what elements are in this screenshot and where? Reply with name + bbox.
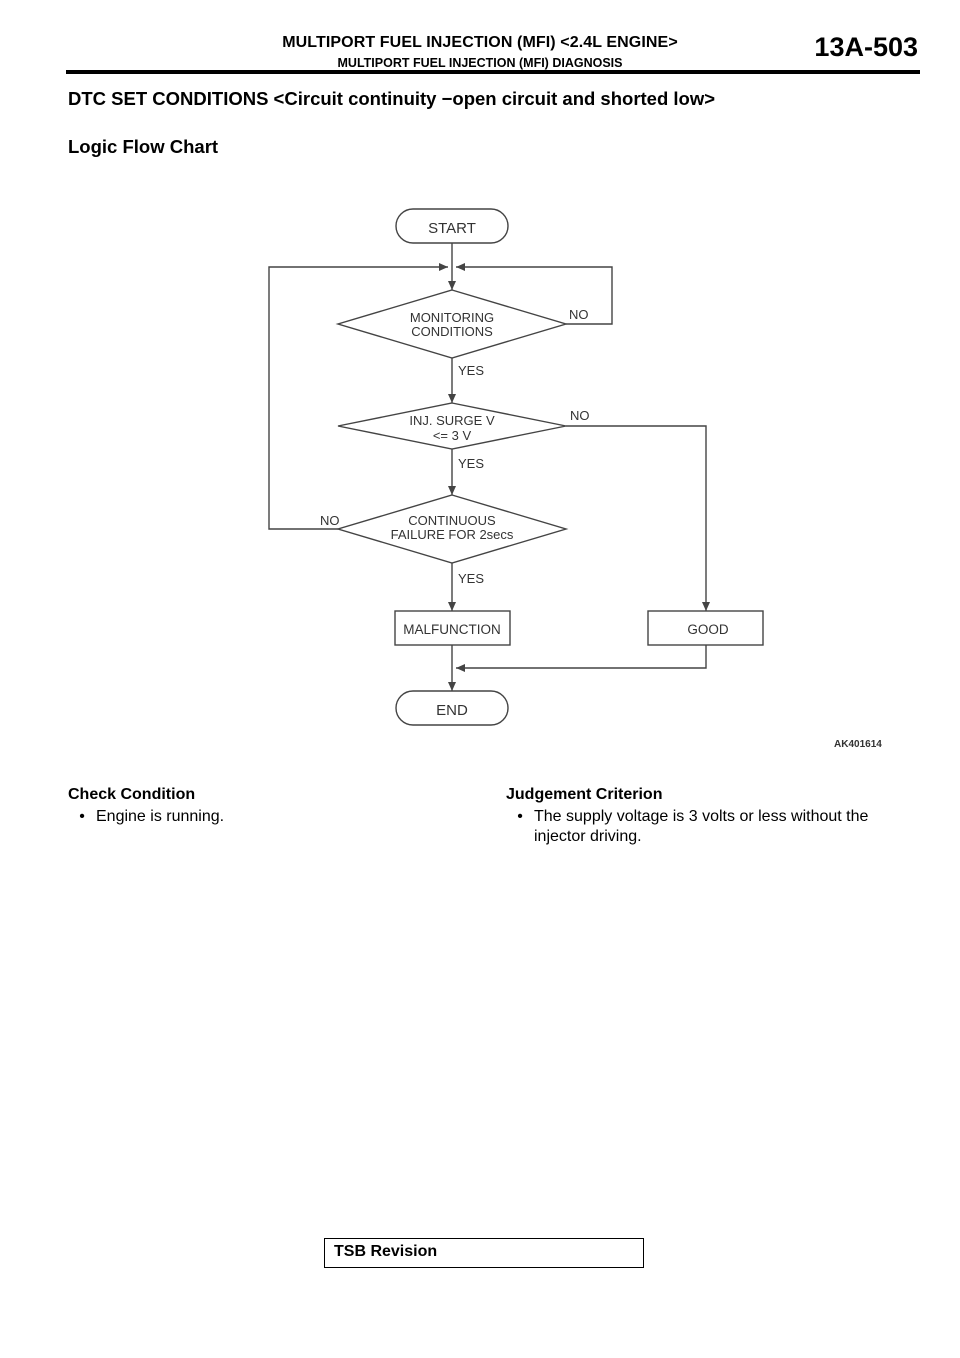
check-condition-item: Engine is running. (96, 808, 225, 825)
decision2-no-label: NO (570, 408, 590, 423)
tsb-revision-label: TSB Revision (334, 1243, 438, 1260)
list-item: • The supply voltage is 3 volts or less … (506, 807, 916, 847)
decision2-label-line2: <= 3 V (433, 428, 472, 443)
decision1-yes-label: YES (458, 363, 484, 378)
decision2-yes-label: YES (458, 456, 484, 471)
connector (268, 263, 448, 530)
good-label: GOOD (687, 622, 729, 637)
tsb-revision-box: TSB Revision (324, 1238, 644, 1268)
decision3-yes-label: YES (458, 571, 484, 586)
page-title: MULTIPORT FUEL INJECTION (MFI) <2.4L ENG… (282, 34, 678, 51)
judgement-criterion-item: The supply voltage is 3 volts or less wi… (534, 808, 869, 845)
section-title: DTC SET CONDITIONS <Circuit continuity −… (68, 88, 716, 109)
figure-id: AK401614 (834, 739, 882, 750)
decision3-label-line1: CONTINUOUS (408, 513, 496, 528)
logic-flow-chart: START MONITORING CONDITIONS NO YES INJ. … (268, 208, 764, 726)
decision2-label-line1: INJ. SURGE V (409, 413, 495, 428)
header-rule (66, 70, 920, 74)
end-label: END (436, 702, 468, 719)
decision3-no-label: NO (320, 513, 340, 528)
start-label: START (428, 220, 476, 237)
connector (456, 263, 613, 325)
judgement-criterion-section: Judgement Criterion • The supply voltage… (506, 786, 916, 847)
subsection-title: Logic Flow Chart (68, 136, 219, 157)
check-condition-section: Check Condition • Engine is running. (68, 786, 468, 827)
decision1-no-label: NO (569, 307, 589, 322)
list-item: • Engine is running. (68, 807, 468, 827)
decision1-label-line1: MONITORING (410, 310, 494, 325)
decision3-label-line2: FAILURE FOR 2secs (391, 527, 514, 542)
connector (566, 425, 710, 611)
malfunction-label: MALFUNCTION (403, 622, 501, 637)
connector (456, 645, 707, 672)
page-subtitle: MULTIPORT FUEL INJECTION (MFI) DIAGNOSIS (337, 56, 623, 70)
page-number: 13A-503 (814, 32, 918, 62)
bullet-icon: • (79, 808, 85, 825)
bullet-icon: • (517, 808, 523, 825)
decision1-label-line2: CONDITIONS (411, 324, 493, 339)
end-terminator (395, 690, 509, 726)
check-condition-heading: Check Condition (68, 786, 196, 803)
judgement-criterion-heading: Judgement Criterion (506, 786, 663, 803)
